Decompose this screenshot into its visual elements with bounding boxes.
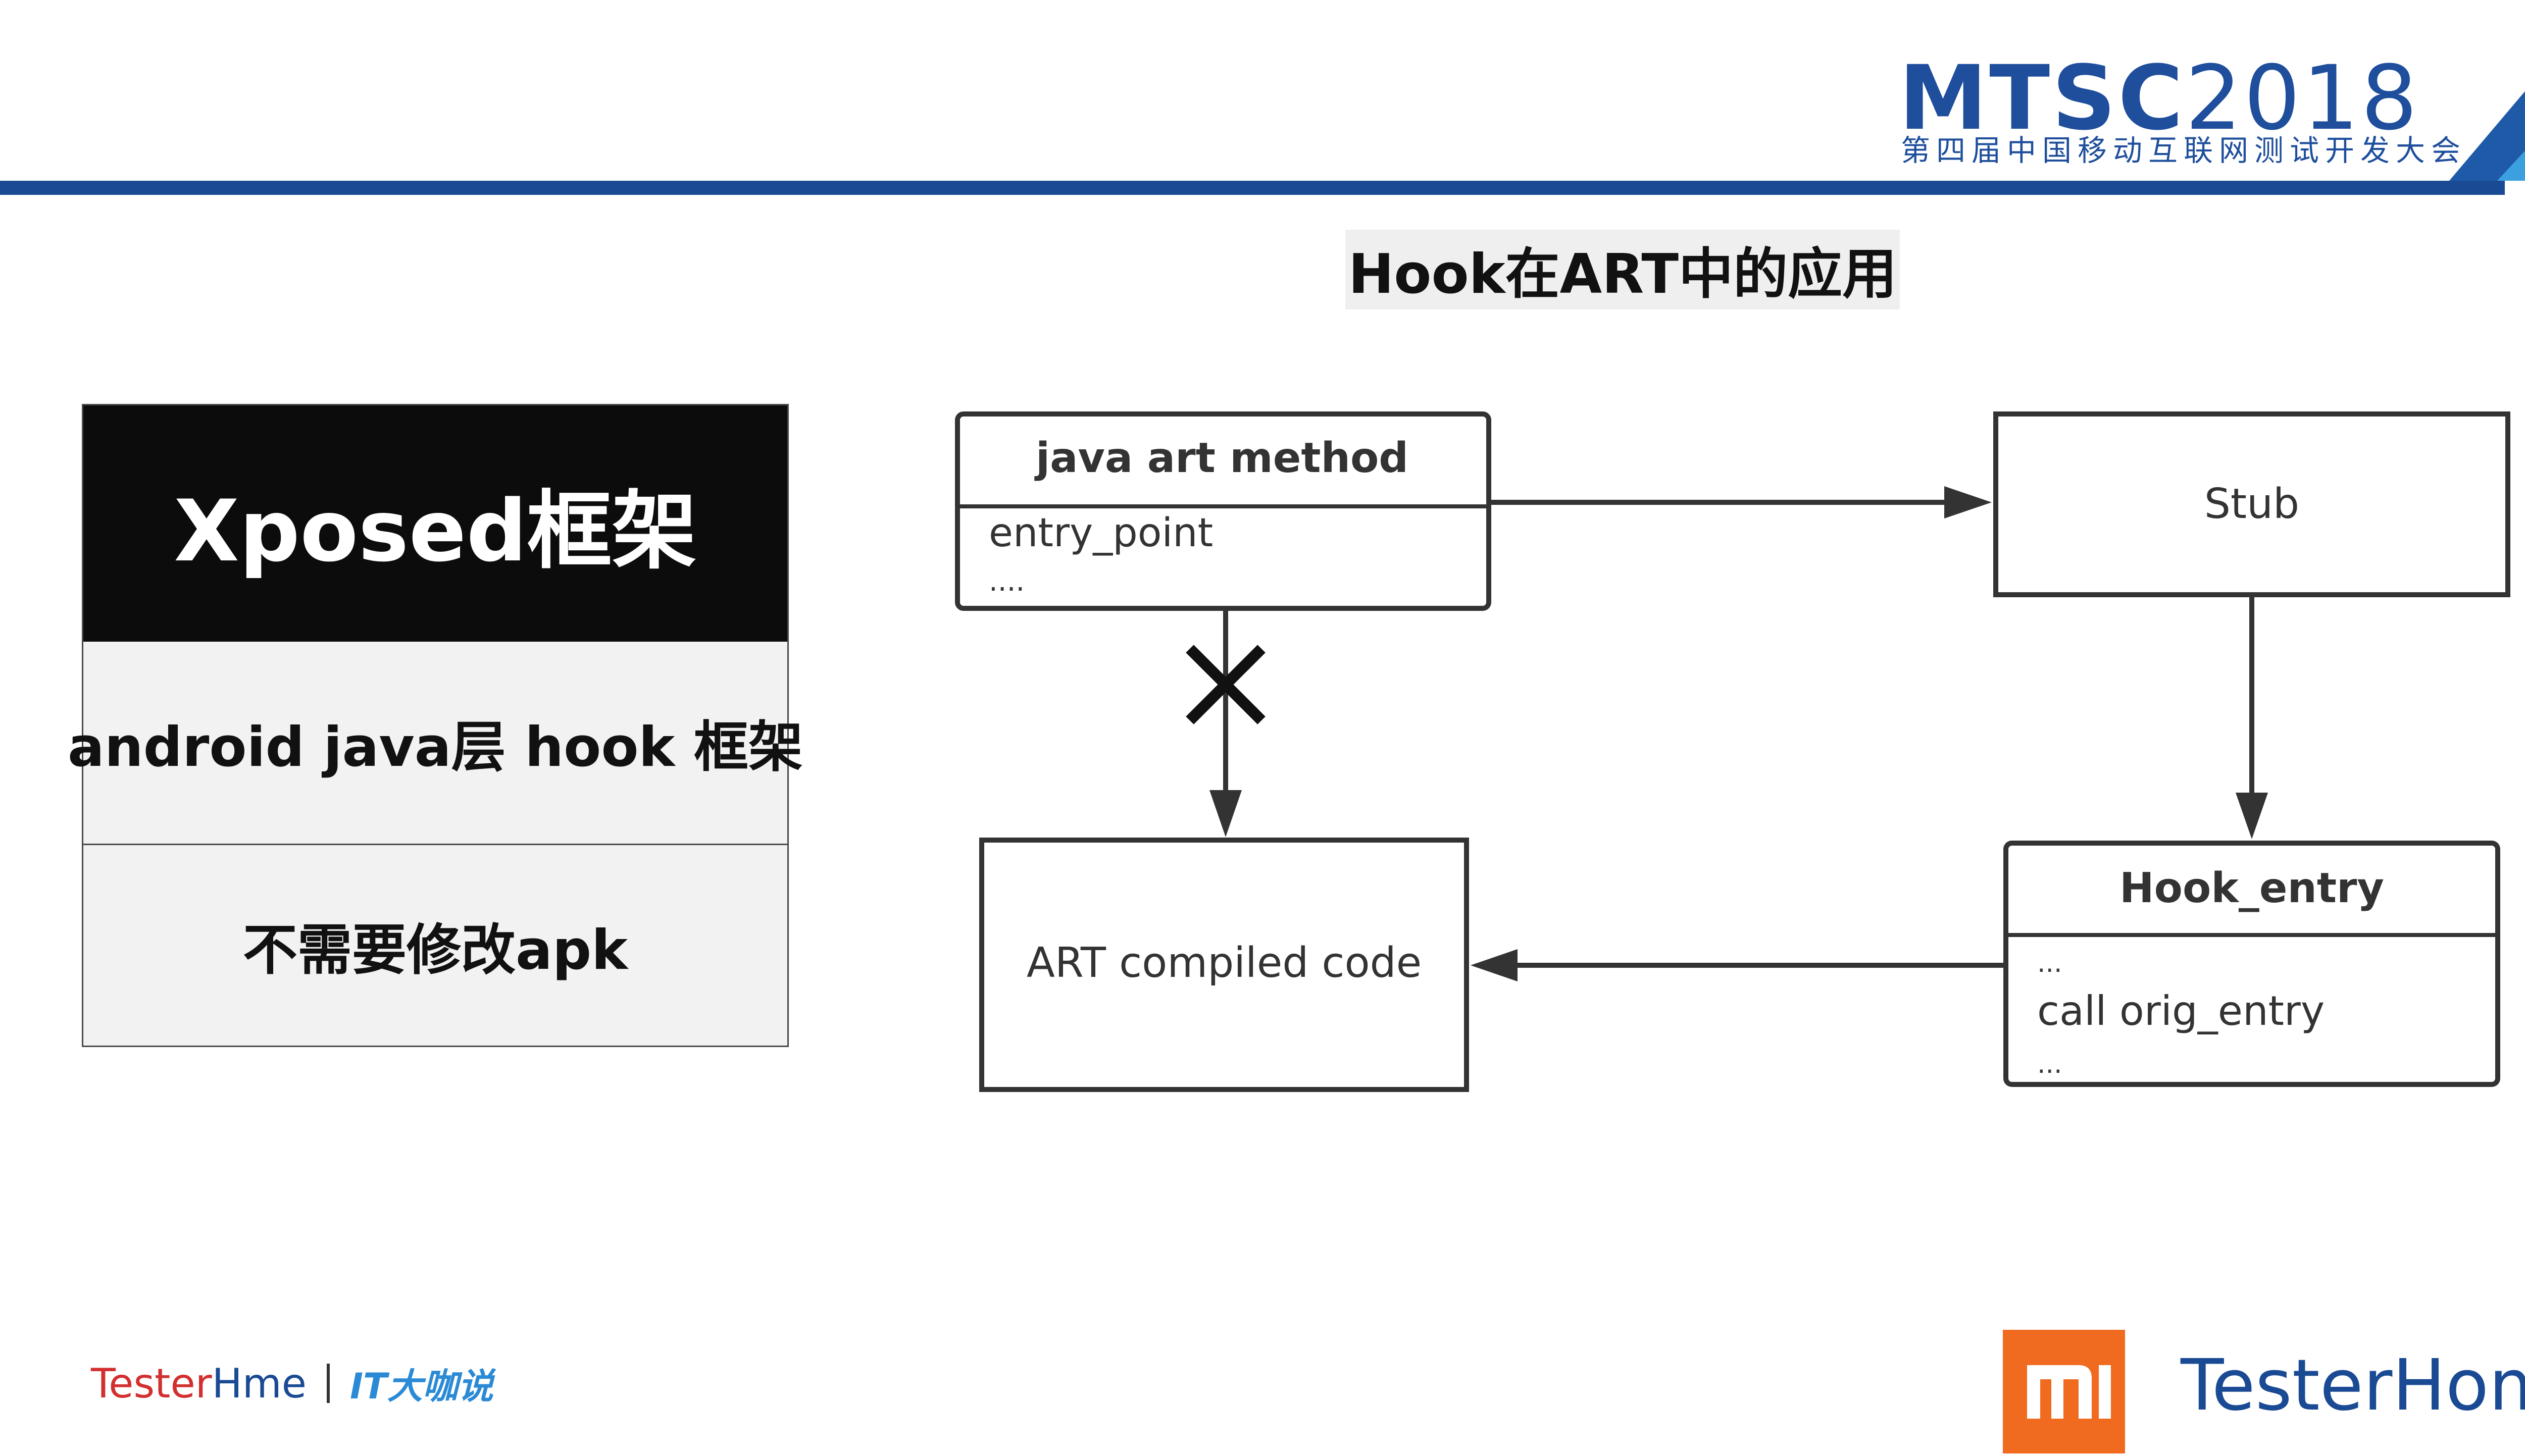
entry-point-field: entry_point <box>989 510 1213 556</box>
panel-heading-text: Xposed框架 <box>174 481 697 581</box>
hook-entry-node: Hook_entry ... call orig_entry ... <box>2003 841 2500 1087</box>
header-divider-bar <box>0 181 2505 195</box>
java-art-method-node: java art method entry_point .... <box>955 411 1491 611</box>
blocked-cross-icon <box>1186 645 1266 724</box>
corner-triangle-decoration <box>2449 91 2525 181</box>
hook-entry-title: Hook_entry <box>2119 864 2384 912</box>
footer-left-logos: TesterHme IT大咖说 <box>91 1358 493 1409</box>
stub-node: Stub <box>1993 411 2510 597</box>
xposed-info-panel: Xposed框架 android java层 hook 框架 不需要修改apk <box>68 404 803 1047</box>
conference-subtitle: 第四届中国移动互联网测试开发大会 <box>1901 133 2467 168</box>
testerhome-small-logo: TesterHme <box>91 1360 307 1407</box>
java-art-method-title: java art method <box>1034 434 1408 482</box>
testerhome-logo: TesterHome <box>2181 1344 2525 1427</box>
hook-entry-ellipsis-bottom: ... <box>2037 1049 2062 1079</box>
brand-name: MTSC <box>1899 46 2186 150</box>
java-art-method-ellipsis: .... <box>989 565 1025 598</box>
arrow-method-to-stub <box>1489 486 1992 518</box>
art-compiled-code-node: ART compiled code <box>979 838 1469 1092</box>
hook-entry-ellipsis-top: ... <box>2037 948 2062 978</box>
art-compiled-code-label: ART compiled code <box>1027 939 1422 987</box>
panel-row-no-apk-change: 不需要修改apk <box>83 845 787 1046</box>
slide-title: Hook在ART中的应用 <box>1345 230 1900 309</box>
mtsc-logo: MTSC2018 第四届中国移动互联网测试开发大会 <box>1899 46 2460 174</box>
arrow-hook-entry-to-art-code <box>1471 949 2006 981</box>
panel-row-description: android java层 hook 框架 <box>68 642 803 845</box>
mi-logo-icon <box>2003 1330 2125 1453</box>
panel-row-description-text: android java层 hook 框架 <box>68 716 803 779</box>
stub-label: Stub <box>2204 480 2299 528</box>
slide-title-text: Hook在ART中的应用 <box>1348 243 1897 306</box>
arrow-method-to-art-code-blocked <box>1209 608 1242 837</box>
panel-heading: Xposed框架 <box>83 405 787 642</box>
call-orig-entry-line: call orig_entry <box>2037 987 2325 1034</box>
panel-row-no-apk-change-text: 不需要修改apk <box>242 918 628 982</box>
brand-year: 2018 <box>2185 46 2420 150</box>
it-dakashuo-logo: IT大咖说 <box>349 1365 493 1407</box>
arrow-stub-to-hook-entry <box>2236 595 2268 839</box>
footer-separator <box>326 1364 330 1403</box>
